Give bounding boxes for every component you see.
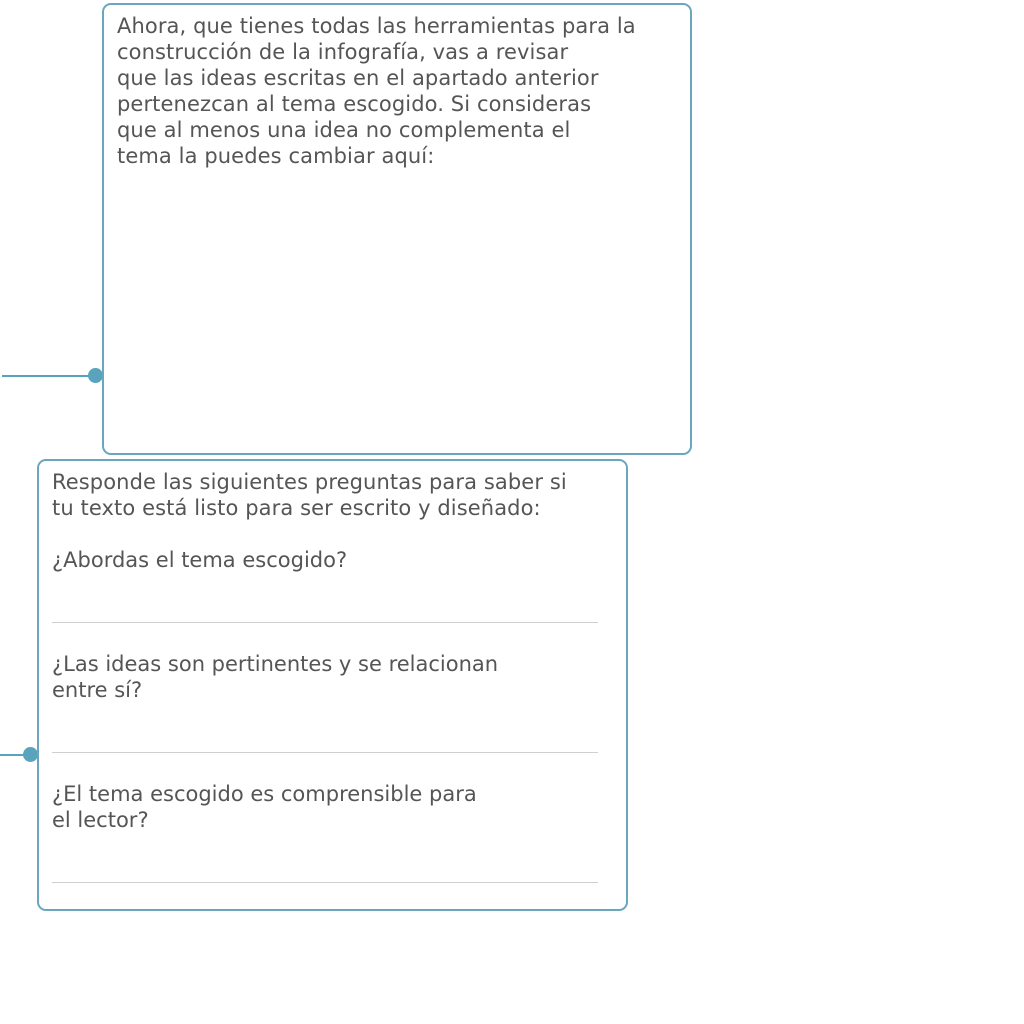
question-relevance: ¿Las ideas son pertinentes y se relacion… <box>52 652 499 702</box>
connector-dot-bottom <box>23 747 38 762</box>
question-comprehension: ¿El tema escogido es comprensible para e… <box>52 782 477 832</box>
idea-review-box: Ahora, que tienes todas las herramientas… <box>102 3 692 455</box>
idea-review-answer-area[interactable] <box>117 175 677 440</box>
checklist-intro: Responde las siguientes preguntas para s… <box>52 470 567 520</box>
idea-review-prompt: Ahora, que tienes todas las herramientas… <box>117 14 636 168</box>
question-topic: ¿Abordas el tema escogido? <box>52 548 348 572</box>
answer-line-comprehension[interactable] <box>52 882 598 883</box>
connector-line-bottom <box>0 754 26 756</box>
connector-dot-top <box>88 368 103 383</box>
answer-line-relevance[interactable] <box>52 752 598 753</box>
connector-line-top <box>2 375 94 377</box>
answer-line-topic[interactable] <box>52 622 598 623</box>
checklist-box: Responde las siguientes preguntas para s… <box>37 459 628 911</box>
